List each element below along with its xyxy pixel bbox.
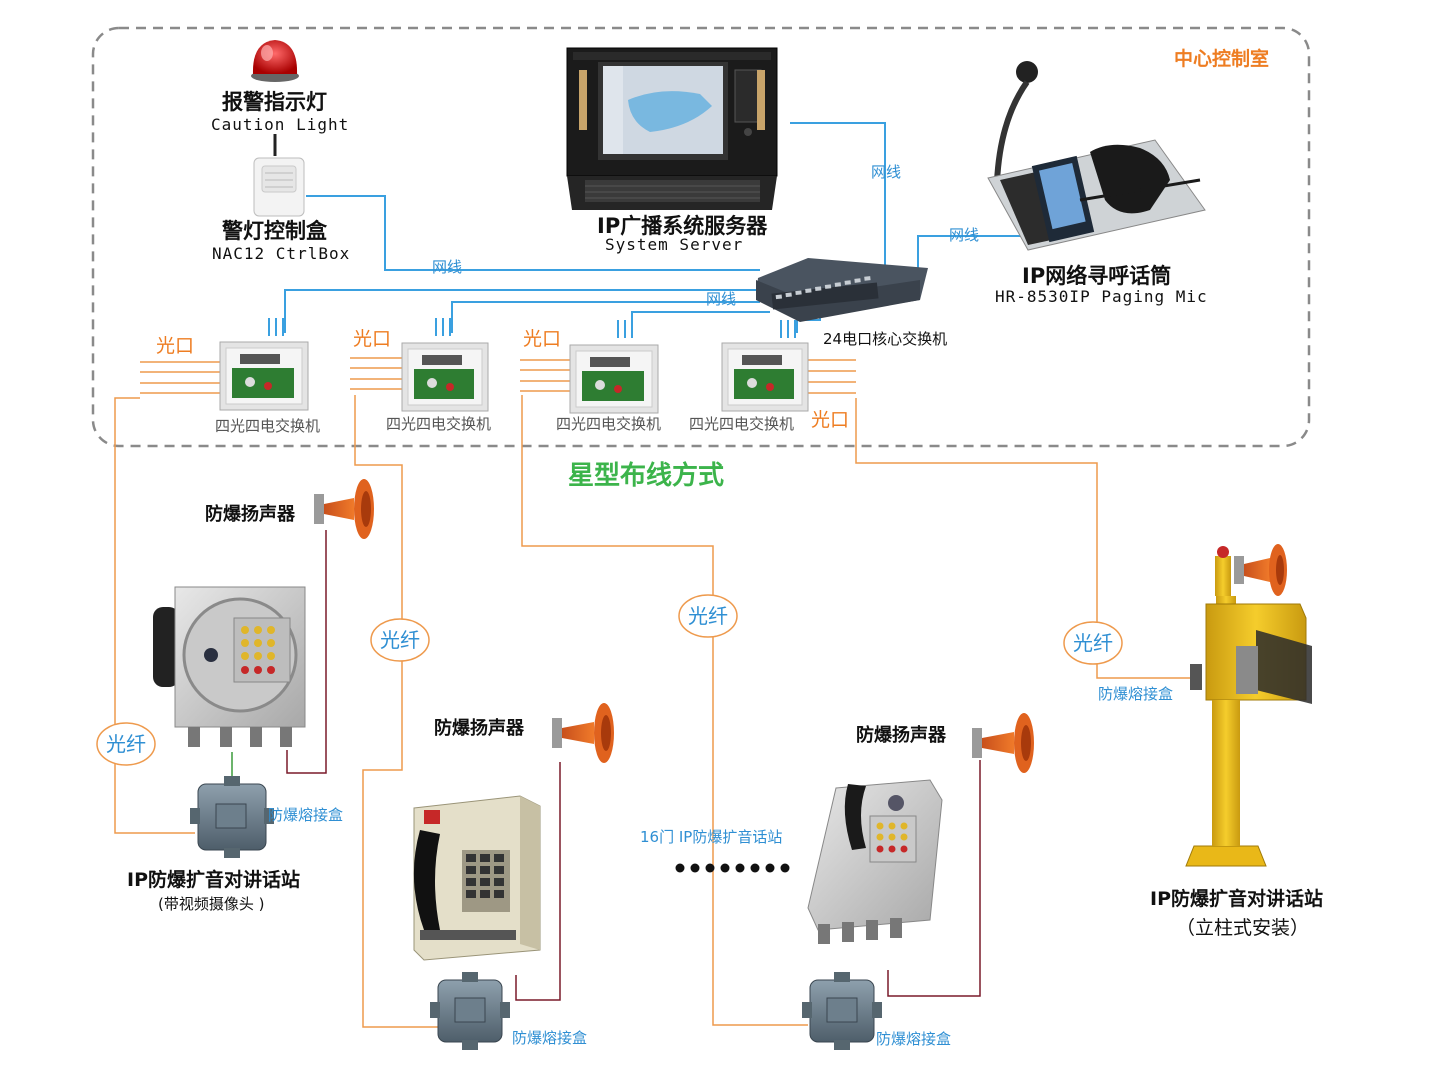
- caution-light-en-label: Caution Light: [211, 115, 350, 134]
- pole-station-device: [1185, 544, 1312, 867]
- caution-light-cn-label: 报警指示灯: [222, 90, 327, 114]
- fiber-label-1: 光纤: [106, 732, 146, 756]
- ctrl-box-device: [253, 157, 305, 217]
- control-room-border: [91, 26, 1311, 448]
- switch-label-1: 四光四电交换机: [215, 417, 321, 435]
- network-cable-label-server: 网线: [871, 163, 902, 181]
- station-right-middle-device: [807, 779, 943, 944]
- junction-boxes: [190, 776, 882, 1050]
- more-stations-dots: [675, 863, 790, 873]
- fiber-label-3: 光纤: [688, 604, 728, 628]
- diagram-title: 星型布线方式: [568, 461, 725, 491]
- switch-label-3: 四光四电交换机: [556, 415, 662, 433]
- server-device: [566, 47, 778, 210]
- speaker-label-1: 防爆扬声器: [205, 504, 295, 525]
- core-switch-label: 24电口核心交换机: [823, 330, 948, 348]
- paging-mic-en-label: HR-8530IP Paging Mic: [995, 287, 1208, 306]
- control-room-label: 中心控制室: [1174, 48, 1270, 70]
- junction-box-label-3: 防爆熔接盒: [876, 1030, 952, 1048]
- optical-port-label-4: 光口: [811, 409, 850, 431]
- fiber-label-2: 光纤: [380, 628, 420, 652]
- speaker-wires: [286, 530, 981, 1001]
- fiber-label-4: 光纤: [1073, 631, 1113, 655]
- caution-light-device: [251, 40, 299, 82]
- paging-mic-cn-label: IP网络寻呼话筒: [1022, 264, 1172, 288]
- core-switch-device: [756, 258, 928, 322]
- network-cable-label-mic: 网线: [949, 226, 980, 244]
- paging-mic-device: [987, 61, 1206, 251]
- ctrl-box-en-label: NAC12 CtrlBox: [212, 244, 351, 263]
- speaker-label-3: 防爆扬声器: [856, 725, 946, 746]
- optical-port-label-1: 光口: [156, 335, 195, 357]
- switch-label-4: 四光四电交换机: [689, 415, 795, 433]
- switch-label-2: 四光四电交换机: [386, 415, 492, 433]
- server-cn-label: IP广播系统服务器: [597, 214, 768, 238]
- station-count-label: 16门 IP防爆扩音话站: [640, 828, 783, 846]
- station-right-note: （立柱式安装）: [1176, 917, 1310, 939]
- station-right-title: IP防爆扩音对讲话站: [1150, 888, 1323, 910]
- optical-port-label-3: 光口: [523, 328, 562, 350]
- ctrl-box-cn-label: 警灯控制盒: [222, 219, 327, 243]
- station-left-note: (带视频摄像头 ): [158, 895, 265, 913]
- server-en-label: System Server: [605, 235, 744, 254]
- speaker-label-2: 防爆扬声器: [434, 718, 524, 739]
- fiber-ovals: [96, 594, 1123, 766]
- network-cable-label-switches: 网线: [706, 290, 737, 308]
- junction-box-label-2: 防爆熔接盒: [512, 1029, 588, 1047]
- station-middle-device: [413, 795, 541, 961]
- network-cable-label-ctrl: 网线: [432, 258, 463, 276]
- fiber-lines: [114, 357, 1190, 1028]
- speaker-horns: [314, 479, 1034, 773]
- network-cables: [268, 122, 1030, 338]
- station-left-title: IP防爆扩音对讲话站: [127, 869, 300, 891]
- optical-switches: [219, 341, 809, 414]
- junction-box-label-4: 防爆熔接盒: [1098, 685, 1174, 703]
- optical-port-label-2: 光口: [353, 328, 392, 350]
- station-left-device: [153, 586, 306, 747]
- junction-box-label-1: 防爆熔接盒: [268, 806, 344, 824]
